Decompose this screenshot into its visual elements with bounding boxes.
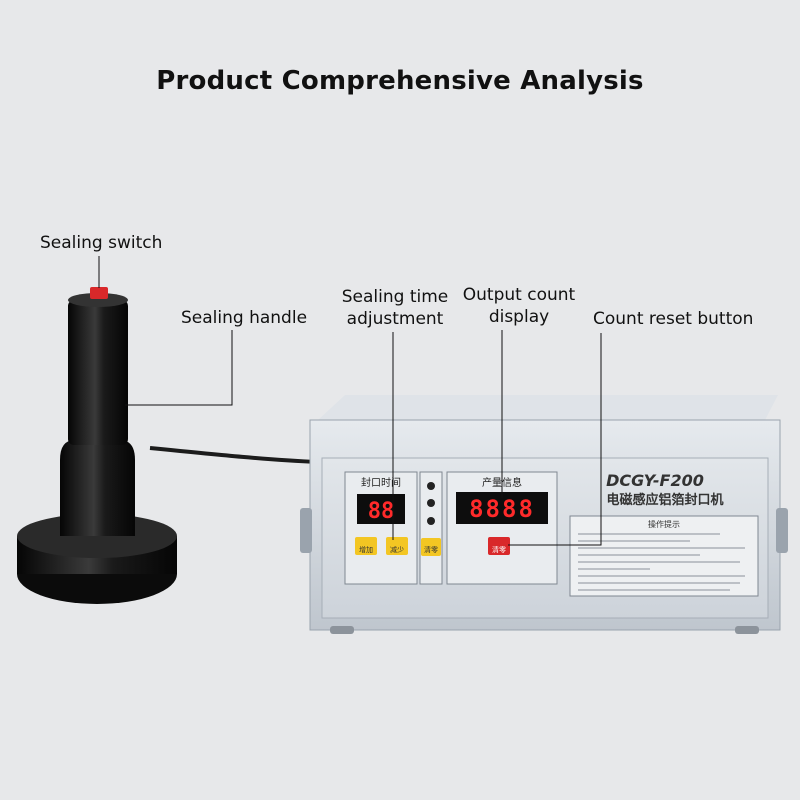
indicator-light	[427, 499, 435, 507]
callout-sealing-time-line2: adjustment	[346, 309, 444, 329]
callout-sealing-handle: Sealing handle	[181, 308, 308, 328]
callout-lines	[98, 256, 602, 546]
count-reset-button[interactable]	[488, 537, 510, 555]
decrease-button[interactable]	[386, 537, 408, 555]
model-subtitle: 电磁感应铝箔封口机	[606, 492, 723, 508]
instructions-text-lines	[578, 533, 745, 591]
power-cable	[149, 446, 319, 464]
timer-display	[357, 494, 405, 524]
decrease-button-label: 减少	[390, 545, 404, 554]
timer-display-value: 88	[368, 499, 395, 524]
callout-sealing-time: Sealing time adjustment	[333, 286, 457, 330]
model-name: DCGY-F200	[606, 471, 704, 490]
increase-button[interactable]	[355, 537, 377, 555]
count-reset-button-label: 清零	[492, 545, 506, 554]
page-title: Product Comprehensive Analysis	[156, 66, 644, 96]
timer-panel	[344, 471, 418, 585]
indicator-light	[427, 517, 435, 525]
callout-output-count-line1: Output count	[462, 285, 576, 305]
increase-button-label: 增加	[359, 545, 373, 554]
indicator-light	[427, 482, 435, 490]
seal-button[interactable]	[421, 538, 441, 556]
sealing-handle	[17, 293, 177, 604]
callout-count-reset: Count reset button	[593, 309, 754, 329]
sealing-switch[interactable]	[90, 287, 108, 299]
seal-button-label: 清零	[424, 545, 438, 554]
callout-output-count-line2: display	[488, 307, 550, 327]
output-count-value: 8888	[469, 495, 535, 523]
callout-sealing-switch: Sealing switch	[40, 233, 163, 253]
callout-output-count: Output count display	[455, 284, 583, 328]
instructions-title: 操作提示	[648, 519, 680, 529]
timer-panel-label: 封口时间	[361, 476, 401, 489]
callout-sealing-time-line1: Sealing time	[341, 287, 449, 307]
